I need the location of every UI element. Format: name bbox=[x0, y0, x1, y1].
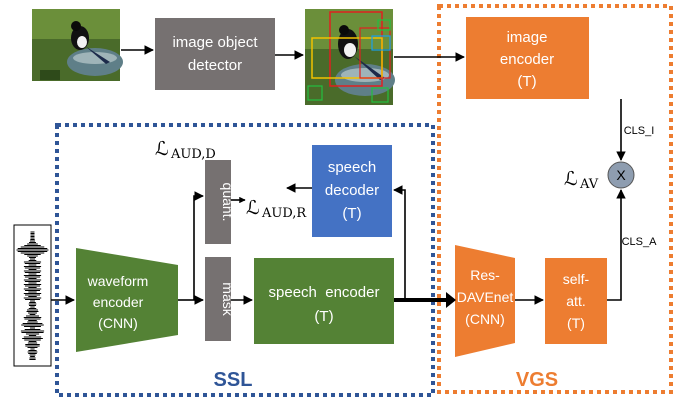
detector-label-1: image object bbox=[172, 34, 258, 51]
speech-decoder-label-3: (T) bbox=[342, 205, 361, 222]
bird-photo-with-boxes bbox=[305, 9, 395, 105]
ssl-label: SSL bbox=[214, 369, 253, 391]
speech-decoder-label-1: speech bbox=[328, 159, 376, 176]
arrow-cls-a bbox=[607, 189, 626, 301]
speech-encoder-label-2: (T) bbox=[314, 308, 333, 325]
image-object-detector bbox=[155, 18, 275, 90]
self-att-label-1: self- bbox=[563, 271, 590, 287]
loss-aud-r-subscript: AUD,R bbox=[261, 206, 307, 221]
multiply-node bbox=[607, 161, 635, 189]
loss-aud-d-symbol: ℒ bbox=[155, 138, 169, 160]
speech-encoder bbox=[254, 258, 394, 344]
arrow-split-to-quant bbox=[193, 191, 204, 300]
cls-i-label: CLS_I bbox=[624, 125, 655, 137]
image-encoder-label-3: (T) bbox=[517, 73, 536, 90]
speech-decoder-label-2: decoder bbox=[325, 182, 379, 199]
quant-block bbox=[205, 160, 231, 244]
detector-label-2: detector bbox=[188, 57, 242, 74]
vgs-label: VGS bbox=[516, 369, 558, 391]
self-att-label-2: att. bbox=[566, 293, 585, 309]
speech-decoder bbox=[312, 145, 392, 237]
res-davenet-label-2: DAVEnet bbox=[457, 289, 514, 305]
image-encoder-label-2: encoder bbox=[500, 51, 554, 68]
waveform-encoder bbox=[76, 248, 178, 352]
waveform-image bbox=[13, 224, 52, 367]
loss-aud-r-symbol: ℒ bbox=[246, 197, 260, 219]
vgs-region bbox=[437, 4, 673, 394]
res-davenet bbox=[455, 245, 515, 357]
loss-aud-d-subscript: AUD,D bbox=[170, 147, 216, 162]
res-davenet-label-1: Res- bbox=[470, 267, 500, 283]
arrowhead-speech-encoder-to-res-davenet bbox=[446, 292, 456, 308]
waveform-encoder-label-1: waveform bbox=[87, 273, 149, 289]
loss-av-symbol: ℒ bbox=[564, 168, 578, 190]
image-encoder-label-1: image bbox=[507, 29, 548, 46]
self-att-label-3: (T) bbox=[567, 315, 585, 331]
image-encoder bbox=[466, 17, 589, 99]
bird-photo bbox=[32, 9, 123, 81]
multiply-symbol: X bbox=[616, 167, 626, 183]
cls-a-label: CLS_A bbox=[622, 236, 658, 248]
waveform-encoder-label-3: (CNN) bbox=[98, 315, 138, 331]
mask-block bbox=[205, 257, 231, 341]
connectors bbox=[51, 45, 626, 305]
self-att-block bbox=[545, 258, 607, 344]
mask-label: mask bbox=[220, 282, 236, 316]
ssl-region bbox=[55, 123, 435, 397]
arrow-encoder-to-decoder bbox=[393, 185, 406, 300]
res-davenet-label-3: (CNN) bbox=[465, 311, 505, 327]
quant-label: quant. bbox=[220, 183, 236, 222]
loss-av-subscript: AV bbox=[579, 177, 599, 192]
waveform-encoder-label-2: encoder bbox=[93, 294, 144, 310]
speech-encoder-label-1: speech encoder bbox=[269, 284, 380, 301]
